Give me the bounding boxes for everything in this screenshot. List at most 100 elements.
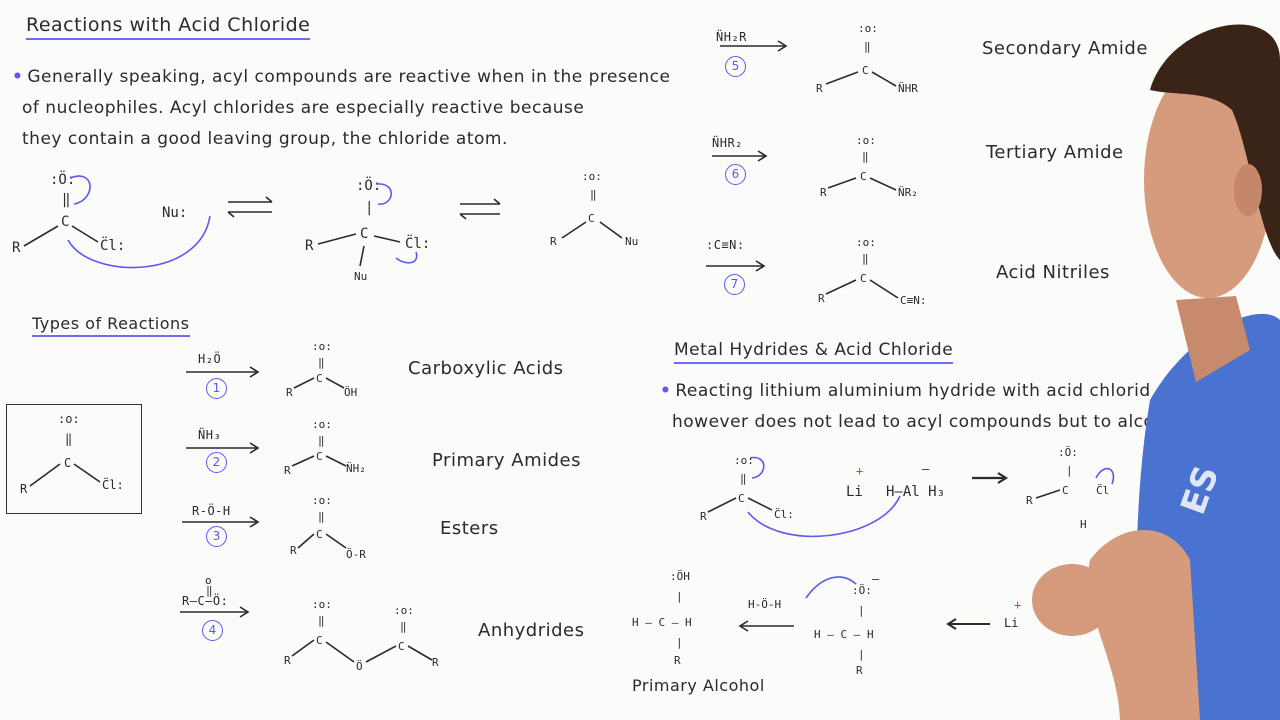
p5-carbon: C <box>862 64 869 77</box>
bullet-icon: • <box>660 381 672 401</box>
product-5: Secondary Amide <box>982 38 1148 59</box>
p5-oxygen: :o: <box>858 22 878 35</box>
h-bond: ‖ <box>740 472 747 485</box>
product-3: Esters <box>440 518 499 539</box>
tetra-oxygen: :Ö: <box>1058 446 1078 459</box>
reaction-number-3: 3 <box>206 526 227 547</box>
p7-cn: C≡N: <box>900 294 927 307</box>
tetra-carbon: C <box>1062 484 1069 497</box>
tetra-r: R <box>1026 494 1033 507</box>
p4-carbon-right: C <box>398 640 405 653</box>
p4-oxygen-left: :o: <box>312 598 332 611</box>
hydride-line-1: •Reacting lithium aluminium hydride with… <box>660 381 1151 401</box>
p4-bond-right: ‖ <box>400 620 407 633</box>
reaction-number-5: 5 <box>725 56 746 77</box>
alkoxide-r: R <box>856 664 863 677</box>
p6-r: R <box>820 186 827 199</box>
alc-r: R <box>674 654 681 667</box>
tetra-cl: C̈l <box>1096 484 1110 497</box>
alkoxide-bond-top: | <box>858 604 865 617</box>
p7-r: R <box>818 292 825 305</box>
h-cl: C̈l: <box>774 508 794 521</box>
alkoxide-row: H – C – H <box>814 628 874 641</box>
carbonyl-oxygen: :Ö: <box>50 172 76 188</box>
p2-oxygen: :o: <box>312 418 332 431</box>
p1-oxygen: :o: <box>312 340 332 353</box>
alkoxide-bond-bottom: | <box>858 648 865 661</box>
r-group: R <box>12 240 21 256</box>
tetra-bond: | <box>1066 464 1073 477</box>
p3-carbon: C <box>316 528 323 541</box>
p3-or: Ö-R <box>346 548 366 561</box>
p5-bond: ‖ <box>864 40 871 53</box>
p7-bond: ‖ <box>862 252 869 265</box>
product-6: Tertiary Amide <box>986 142 1124 163</box>
intro-line-3: they contain a good leaving group, the c… <box>22 129 508 149</box>
product-7: Acid Nitriles <box>996 262 1110 283</box>
r4-oxygen: o <box>205 574 212 587</box>
intermediate-nu: Nu <box>354 270 368 283</box>
p6-bond: ‖ <box>862 150 869 163</box>
p4-r-left: R <box>284 654 291 667</box>
reaction-number-6: 6 <box>725 164 746 185</box>
hydride-heading: Metal Hydrides & Acid Chloride <box>674 340 954 364</box>
minus-icon: – <box>922 462 930 476</box>
reaction-number-1: 1 <box>206 378 227 399</box>
single-bond: | <box>365 200 374 216</box>
r4-bond: ‖ <box>206 584 213 597</box>
intro-line-2: of nucleophiles. Acyl chlorides are espe… <box>22 98 585 118</box>
alkoxide-oxygen: :Ö: <box>852 584 872 597</box>
p4-carbon-left: C <box>316 634 323 647</box>
reagent-4: R–C–Ö: <box>182 594 229 608</box>
alc-bond-bottom: | <box>676 636 683 649</box>
bullet-icon: • <box>12 67 24 87</box>
p1-r: R <box>286 386 293 399</box>
p1-oh: ÖH <box>344 386 358 399</box>
reaction-number-4: 4 <box>202 620 223 641</box>
intermediate-carbon: C <box>360 226 369 242</box>
double-bond: ‖ <box>62 192 71 208</box>
hydride-line-2: however does not lead to acyl compounds … <box>672 412 1155 432</box>
box-double-bond: ‖ <box>65 432 73 446</box>
product-nu: Nu <box>625 235 639 248</box>
reagent-7: :C≡N: <box>706 238 745 252</box>
p7-oxygen: :o: <box>856 236 876 249</box>
intermediate-r: R <box>305 238 314 254</box>
reagent-1: H₂Ö <box>198 352 222 366</box>
h-r: R <box>700 510 707 523</box>
tetra-h: H <box>1080 518 1087 531</box>
product-4: Anhydrides <box>478 620 585 641</box>
p6-carbon: C <box>860 170 867 183</box>
p4-bond-left: ‖ <box>318 614 325 627</box>
product-oxygen: :o: <box>582 170 602 183</box>
p5-nhr: N̈HR <box>898 82 918 95</box>
product-2: Primary Amides <box>432 450 582 471</box>
product-1: Carboxylic Acids <box>408 358 564 379</box>
p3-oxygen: :o: <box>312 494 332 507</box>
p5-r: R <box>816 82 823 95</box>
reagent-3: R-Ö-H <box>192 504 231 518</box>
acyl-chloride-box <box>6 404 142 514</box>
p2-nh2: N̈H₂ <box>346 462 366 475</box>
water-label: H-Ö-H <box>748 598 782 611</box>
h-oxygen: :o: <box>734 454 754 467</box>
alc-row: H – C – H <box>632 616 692 629</box>
reagent-2: N̈H₃ <box>198 428 222 442</box>
plus-icon: + <box>856 464 864 478</box>
p3-bond: ‖ <box>318 510 325 523</box>
intro-line-1: •Generally speaking, acyl compounds are … <box>12 67 671 87</box>
box-oxygen: :o: <box>58 412 80 426</box>
intermediate-cl: C̈l: <box>405 236 431 252</box>
nucleophile-label: Nu: <box>162 205 188 221</box>
primary-alcohol-label: Primary Alcohol <box>632 676 765 695</box>
box-chloride: C̈l: <box>102 478 124 492</box>
li-cation: Li <box>1004 616 1019 630</box>
lah-label: H–Al H₃ <box>886 484 946 500</box>
box-carbon: C <box>64 456 72 470</box>
minus-icon: – <box>872 572 880 586</box>
p4-r-right: R <box>432 656 439 669</box>
p3-r: R <box>290 544 297 557</box>
